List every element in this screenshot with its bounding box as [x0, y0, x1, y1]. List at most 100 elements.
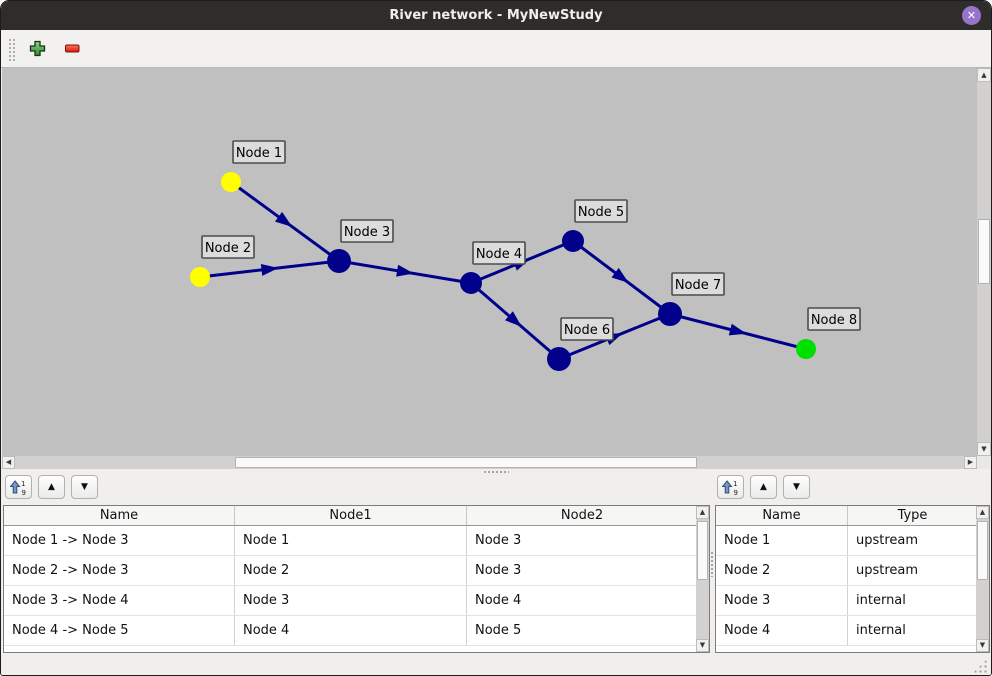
edge-arrow-icon	[396, 264, 414, 277]
network-node[interactable]	[658, 302, 682, 326]
horizontal-scroll-thumb[interactable]	[235, 457, 697, 468]
add-node-button[interactable]	[24, 36, 50, 62]
node-label: Node 4	[476, 247, 522, 262]
table-cell: upstream	[856, 563, 919, 578]
horizontal-splitter[interactable]	[1, 469, 991, 475]
table-cell: Node 3	[475, 563, 522, 578]
svg-text:9: 9	[22, 489, 26, 496]
node-label: Node 8	[811, 313, 857, 328]
minus-icon	[64, 44, 79, 53]
edge-arrow-icon	[260, 263, 279, 276]
plus-icon	[29, 40, 45, 57]
table-cell: internal	[856, 593, 906, 608]
splitter-handle-icon	[483, 470, 509, 474]
svg-text:1: 1	[733, 480, 737, 488]
svg-text:1: 1	[21, 480, 25, 488]
up-arrow-icon: ▲	[48, 482, 55, 492]
move-up-button[interactable]: ▲	[750, 475, 777, 499]
sort-button[interactable]: 1 9	[717, 475, 744, 499]
table-cell: Node 2	[716, 556, 848, 585]
vertical-scroll-thumb[interactable]	[978, 219, 990, 284]
nodes-table-scrollbar[interactable]: ▲ ▼	[976, 506, 989, 652]
node-label-box	[807, 307, 861, 331]
scroll-right-button[interactable]: ▶	[964, 456, 977, 469]
table-cell: upstream	[856, 533, 919, 548]
sort-ascending-icon: 1 9	[722, 480, 738, 496]
nodes-table-header: Name Type	[716, 506, 977, 526]
edge-arrow-icon	[728, 323, 747, 336]
table-cell: Node 3	[235, 586, 467, 615]
table-cell: Node 1 -> Node 3	[4, 526, 235, 555]
node-label-box	[574, 199, 628, 223]
toolbar-drag-handle-icon[interactable]	[7, 36, 15, 61]
node-label: Node 2	[205, 241, 251, 256]
scroll-up-button[interactable]: ▲	[696, 506, 709, 519]
scroll-up-button[interactable]: ▲	[976, 506, 989, 519]
table-cell: Node 5	[475, 623, 522, 638]
network-node[interactable]	[547, 347, 571, 371]
scroll-down-button[interactable]: ▼	[976, 639, 989, 652]
column-header[interactable]: Node1	[235, 506, 467, 525]
nodes-pane-toolbar: 1 9 ▲ ▼	[717, 475, 810, 500]
scroll-down-button[interactable]: ▼	[696, 639, 709, 652]
vertical-scroll-thumb[interactable]	[977, 521, 988, 580]
table-row[interactable]: Node 2 upstream	[716, 556, 977, 586]
column-header[interactable]: Node2	[560, 508, 604, 523]
table-cell: Node 4	[235, 616, 467, 645]
edges-table-scrollbar[interactable]: ▲ ▼	[696, 506, 709, 652]
main-toolbar	[1, 30, 991, 68]
move-down-button[interactable]: ▼	[71, 475, 98, 499]
network-node[interactable]	[796, 339, 816, 359]
vertical-splitter[interactable]	[709, 475, 715, 653]
down-arrow-icon: ▼	[793, 482, 800, 492]
scrollbar-corner	[977, 456, 991, 469]
column-header[interactable]: Name	[716, 506, 848, 525]
down-arrow-icon: ▼	[81, 482, 88, 492]
column-header[interactable]: Type	[897, 508, 928, 523]
close-button[interactable]: ✕	[962, 6, 981, 25]
sort-button[interactable]: 1 9	[5, 475, 32, 499]
network-node[interactable]	[221, 172, 241, 192]
splitter-handle-icon	[710, 551, 714, 577]
network-node[interactable]	[327, 249, 351, 273]
network-node[interactable]	[562, 230, 584, 252]
edge-arrow-icon	[275, 211, 293, 227]
move-down-button[interactable]: ▼	[783, 475, 810, 499]
network-node[interactable]	[460, 272, 482, 294]
remove-node-button[interactable]	[59, 36, 85, 62]
table-cell: Node 3	[475, 533, 522, 548]
network-node[interactable]	[190, 267, 210, 287]
edge-arrow-icon	[505, 311, 522, 327]
scroll-left-button[interactable]: ◀	[2, 456, 15, 469]
vertical-scroll-thumb[interactable]	[697, 521, 708, 580]
canvas-horizontal-scrollbar[interactable]: ◀ ▶	[2, 456, 977, 469]
resize-grip-icon[interactable]	[973, 659, 987, 673]
node-label-box	[340, 219, 394, 243]
scroll-up-button[interactable]: ▲	[977, 68, 991, 82]
edges-pane-toolbar: 1 9 ▲ ▼	[5, 475, 98, 500]
table-cell: Node 1	[235, 526, 467, 555]
table-cell: Node 3 -> Node 4	[4, 586, 235, 615]
canvas-vertical-scrollbar[interactable]: ▲ ▼	[977, 68, 991, 456]
column-header[interactable]: Name	[4, 506, 235, 525]
scroll-down-button[interactable]: ▼	[977, 442, 991, 456]
window-title: River network - MyNewStudy	[389, 8, 603, 23]
status-bar	[1, 653, 991, 675]
move-up-button[interactable]: ▲	[38, 475, 65, 499]
